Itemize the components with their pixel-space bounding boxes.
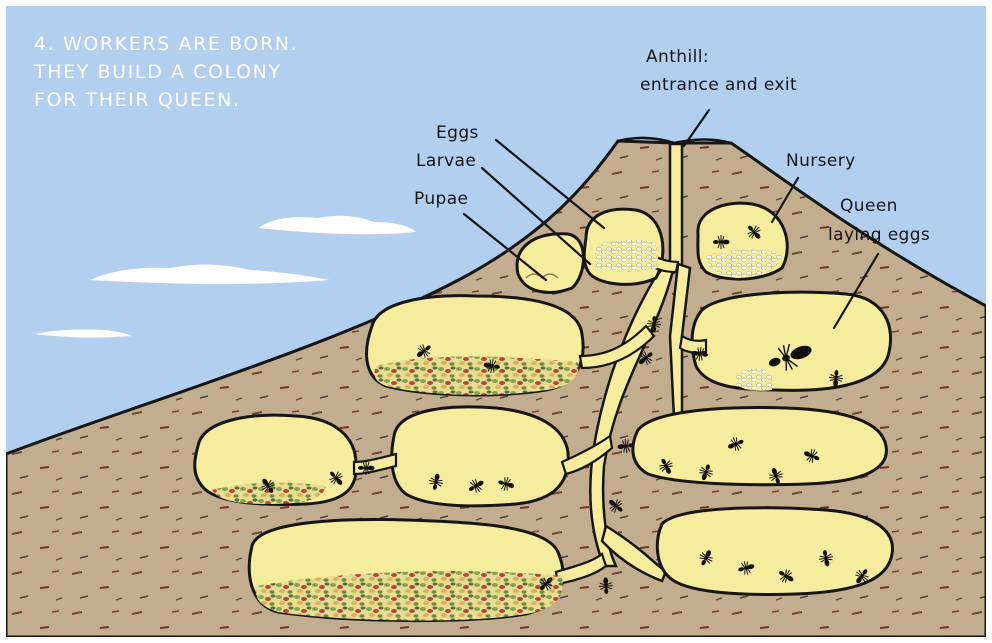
- label-eggs: Eggs: [436, 123, 479, 143]
- label-pupae: Pupae: [414, 189, 468, 209]
- chamber-right-middle: [633, 408, 887, 485]
- caption-line-1: 4. WORKERS ARE BORN.: [34, 33, 298, 55]
- caption-line-2: THEY BUILD A COLONY: [33, 61, 282, 83]
- label-larvae: Larvae: [416, 151, 476, 171]
- caption-line-3: FOR THEIR QUEEN.: [34, 89, 241, 111]
- label-anthill-title: Anthill:: [646, 47, 709, 67]
- chamber-queen: [692, 292, 890, 390]
- chamber-center-middle: [392, 407, 568, 506]
- label-nursery: Nursery: [786, 151, 856, 171]
- chamber-pupae: [517, 234, 583, 293]
- ant-colony-diagram: 4. WORKERS ARE BORN. THEY BUILD A COLONY…: [6, 6, 986, 637]
- label-queen-line-2: laying eggs: [828, 225, 930, 245]
- illustration-frame: 4. WORKERS ARE BORN. THEY BUILD A COLONY…: [6, 6, 986, 637]
- label-queen-line-1: Queen: [840, 196, 898, 216]
- label-anthill-subtitle: entrance and exit: [640, 75, 797, 95]
